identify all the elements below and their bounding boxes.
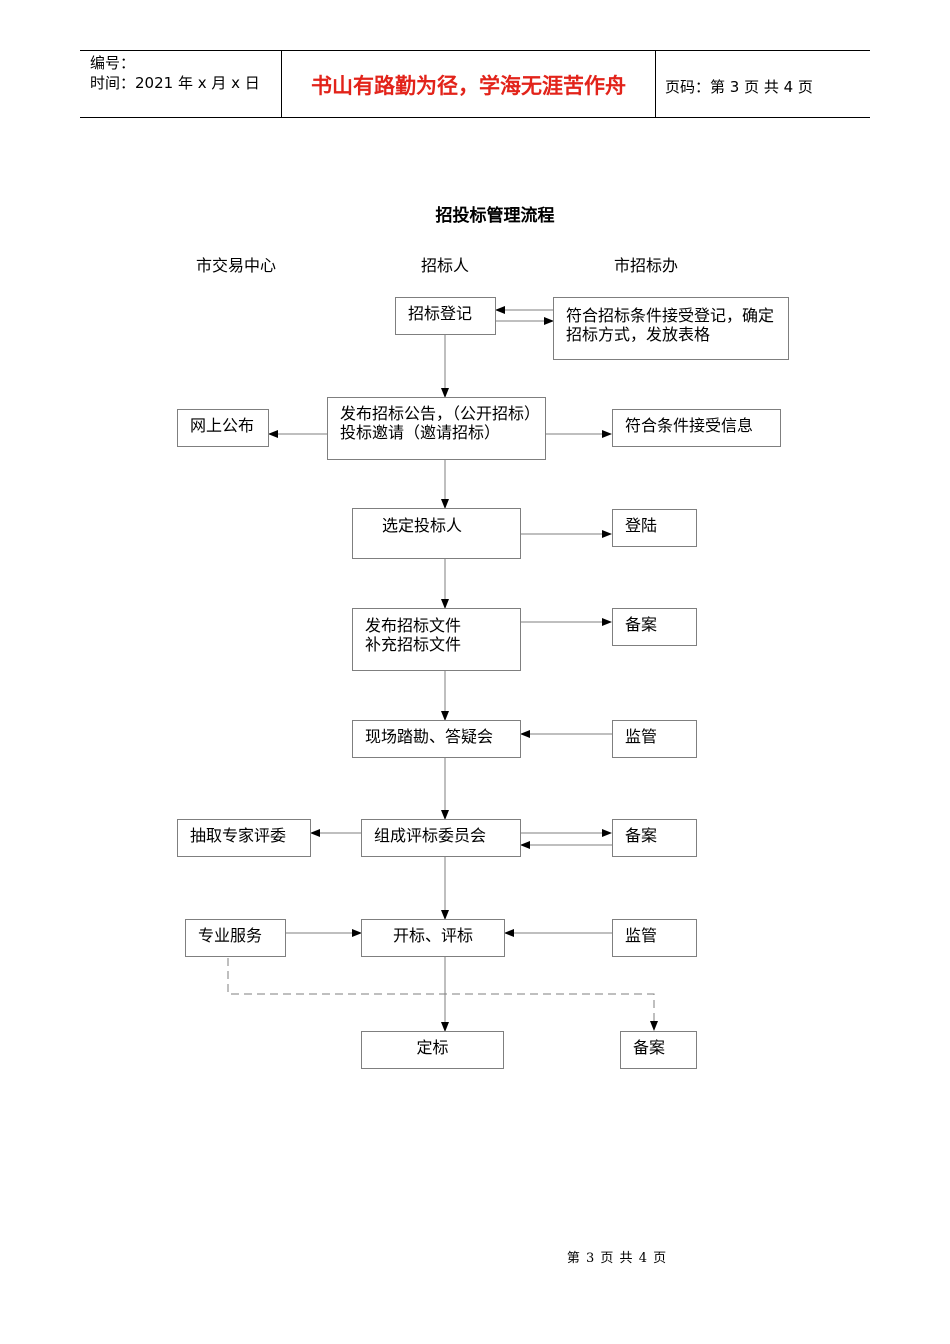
footer-page-number: 第 3 页 共 4 页 [566, 1251, 668, 1266]
node-supervise-1-label: 监管 [625, 727, 658, 746]
header-divider-1 [281, 50, 282, 117]
header-motto: 书山有路勤为径，学海无涯苦作舟 [311, 74, 626, 98]
node-approve-register-label: 符合招标条件接受登记，确定招标方式，发放表格 [566, 306, 775, 344]
node-online-publish: 网上公布 [177, 409, 269, 447]
document-number-label: 编号： [90, 54, 136, 72]
node-login: 登陆 [612, 509, 697, 547]
node-award-label: 定标 [416, 1038, 449, 1057]
page-number-label: 页码：第 3 页 共 4 页 [665, 78, 813, 96]
node-publish-docs-label: 发布招标文件 补充招标文件 [365, 616, 462, 654]
node-filing-1-label: 备案 [625, 615, 658, 634]
node-form-committee: 组成评标委员会 [361, 819, 521, 857]
node-filing-3-label: 备案 [633, 1038, 666, 1057]
node-filing-3: 备案 [620, 1031, 697, 1069]
header-top-border [80, 50, 870, 51]
column-heading-trading-center: 市交易中心 [196, 256, 277, 275]
node-supervise-2-label: 监管 [625, 926, 658, 945]
node-select-bidder-label: 选定投标人 [382, 516, 463, 535]
node-professional-service: 专业服务 [185, 919, 286, 957]
node-draw-experts: 抽取专家评委 [177, 819, 311, 857]
node-accept-info-label: 符合条件接受信息 [625, 416, 754, 435]
node-publish-notice-label: 发布招标公告，（公开招标） 投标邀请（邀请招标） [340, 404, 541, 442]
node-register: 招标登记 [395, 297, 496, 335]
node-publish-docs: 发布招标文件 补充招标文件 [352, 608, 521, 671]
node-form-committee-label: 组成评标委员会 [374, 826, 487, 845]
dashed-service-to-filing [227, 958, 658, 1031]
document-time-label: 时间：2021 年 x 月 x 日 [90, 74, 260, 92]
node-site-visit-label: 现场踏勘、答疑会 [365, 727, 494, 746]
node-draw-experts-label: 抽取专家评委 [190, 826, 287, 845]
node-site-visit: 现场踏勘、答疑会 [352, 720, 521, 758]
node-register-label: 招标登记 [408, 304, 473, 323]
flowchart-title: 招投标管理流程 [435, 206, 555, 226]
column-heading-tenderer: 招标人 [421, 256, 470, 275]
node-award: 定标 [361, 1031, 504, 1069]
node-publish-notice: 发布招标公告，（公开招标） 投标邀请（邀请招标） [327, 397, 546, 460]
node-select-bidder: 选定投标人 [352, 508, 521, 559]
node-open-evaluate: 开标、评标 [361, 919, 505, 957]
header-divider-2 [655, 50, 656, 117]
node-open-evaluate-label: 开标、评标 [392, 926, 473, 945]
node-professional-service-label: 专业服务 [198, 926, 263, 945]
node-supervise-2: 监管 [612, 919, 697, 957]
node-accept-info: 符合条件接受信息 [612, 409, 781, 447]
node-supervise-1: 监管 [612, 720, 697, 758]
node-filing-2: 备案 [612, 819, 697, 857]
node-online-publish-label: 网上公布 [190, 416, 255, 435]
node-filing-1: 备案 [612, 608, 697, 646]
column-heading-tender-office: 市招标办 [614, 256, 679, 275]
node-login-label: 登陆 [625, 516, 658, 535]
node-filing-2-label: 备案 [625, 826, 658, 845]
node-approve-register: 符合招标条件接受登记，确定招标方式，发放表格 [553, 297, 789, 360]
header-bottom-border [80, 117, 870, 118]
